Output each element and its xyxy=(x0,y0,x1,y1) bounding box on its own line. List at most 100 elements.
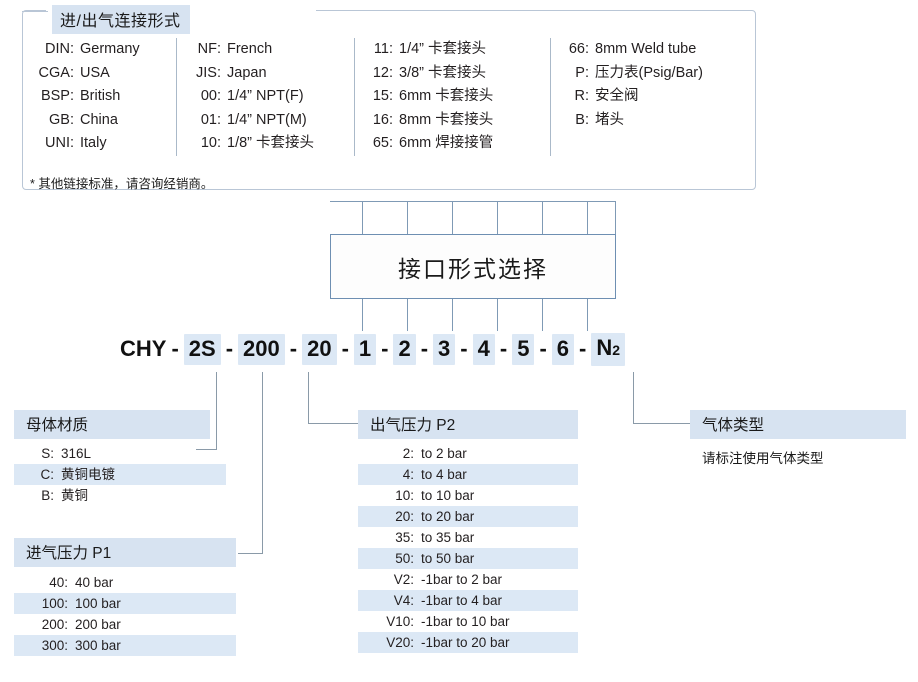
connection-key: DIN: xyxy=(45,41,74,57)
connection-row: 11: 1/4” 卡套接头 xyxy=(369,38,544,62)
connection-row: P: 压力表(Psig/Bar) xyxy=(565,62,724,86)
option-key: 200: xyxy=(41,617,68,632)
code-segment-port-1: 1 xyxy=(353,333,377,365)
comb-bottom-drop xyxy=(362,299,363,331)
option-key: 4: xyxy=(402,467,414,482)
section-list-inlet-pressure: 40: 40 bar 100: 100 bar 200: 200 bar 300… xyxy=(14,572,236,656)
interface-type-select-box: 接口形式选择 xyxy=(330,234,616,299)
option-key: V10: xyxy=(386,614,414,629)
p1-connector-horizontal xyxy=(238,553,263,554)
comb-top-drop xyxy=(542,201,543,234)
connection-row: 15: 6mm 卡套接头 xyxy=(369,85,544,109)
list-item: 300: 300 bar xyxy=(14,635,236,656)
code-separator: - xyxy=(225,336,234,361)
connection-panel-footnote: * 其他链接标准，请咨询经销商。 xyxy=(30,177,214,191)
connection-value: French xyxy=(227,41,273,57)
connection-key: 11: xyxy=(373,41,393,57)
code-separator: - xyxy=(289,336,298,361)
connection-key: BSP: xyxy=(40,88,74,104)
option-value: to 2 bar xyxy=(421,446,467,461)
option-key: 100: xyxy=(41,596,68,611)
option-value: 黄铜 xyxy=(61,488,88,503)
section-list-outlet-pressure: 2: to 2 bar 4: to 4 bar 10: to 10 bar 20… xyxy=(358,443,578,653)
connection-panel-bracket-stub xyxy=(22,11,48,12)
connection-row: BSP: British xyxy=(30,85,170,109)
list-item: B: 黄铜 xyxy=(14,485,226,506)
list-item: S: 316L xyxy=(14,443,226,464)
product-code-line: CHY - 2S - 200 - 20 - 1 - 2 - 3 - 4 - 5 … xyxy=(120,332,660,366)
section-title-gas-type: 气体类型 xyxy=(690,410,906,439)
code-separator: - xyxy=(381,336,389,361)
connection-type-panel xyxy=(22,10,756,190)
connection-value: 8mm Weld tube xyxy=(595,41,697,57)
code-separator: - xyxy=(341,336,349,361)
list-item: 10: to 10 bar xyxy=(358,485,578,506)
connection-key: R: xyxy=(574,88,590,104)
list-item: V4: -1bar to 4 bar xyxy=(358,590,578,611)
connection-row: NF: French xyxy=(191,38,348,62)
connection-row: CGA: USA xyxy=(30,62,170,86)
option-value: 黄铜电镀 xyxy=(61,467,115,482)
comb-top-drop xyxy=(407,201,408,234)
list-item: V2: -1bar to 2 bar xyxy=(358,569,578,590)
list-item: 20: to 20 bar xyxy=(358,506,578,527)
connection-value: 安全阀 xyxy=(595,88,639,104)
section-list-material: S: 316L C: 黄铜电镀 B: 黄铜 xyxy=(14,443,226,506)
list-item: 35: to 35 bar xyxy=(358,527,578,548)
list-item: C: 黄铜电镀 xyxy=(14,464,226,485)
option-value: to 10 bar xyxy=(421,488,475,503)
option-value: 40 bar xyxy=(75,575,114,590)
connection-value: 1/4” NPT(F) xyxy=(227,88,304,104)
connection-key: 00: xyxy=(200,88,221,104)
connection-key: JIS: xyxy=(196,64,221,81)
option-value: -1bar to 4 bar xyxy=(421,593,503,608)
section-title-inlet-pressure: 进气压力 P1 xyxy=(14,538,236,567)
connection-value: 压力表(Psig/Bar) xyxy=(595,64,703,81)
connection-row: 16: 8mm 卡套接头 xyxy=(369,109,544,133)
code-separator: - xyxy=(460,336,468,361)
connection-row: DIN: Germany xyxy=(30,38,170,62)
connection-key: P: xyxy=(575,64,589,81)
list-item: V20: -1bar to 20 bar xyxy=(358,632,578,653)
option-value: -1bar to 10 bar xyxy=(421,614,510,629)
code-segment-port-6: 6 xyxy=(551,333,575,365)
connection-value: China xyxy=(80,111,118,128)
option-key: 10: xyxy=(395,488,414,503)
connection-key: CGA: xyxy=(38,64,74,81)
option-value: -1bar to 2 bar xyxy=(421,572,503,587)
code-segment-outlet-pressure: 20 xyxy=(302,333,337,365)
p1-connector-vertical xyxy=(262,372,263,554)
option-key: 35: xyxy=(395,530,414,545)
connection-key: 12: xyxy=(372,64,393,81)
connection-columns: DIN: Germany CGA: USA BSP: British GB: C… xyxy=(24,38,730,156)
connection-value: 6mm 卡套接头 xyxy=(399,88,494,104)
connection-row: 00: 1/4” NPT(F) xyxy=(191,85,348,109)
comb-top-drop-end xyxy=(615,201,616,234)
connection-value: 1/4” 卡套接头 xyxy=(399,41,487,57)
connection-row: GB: China xyxy=(30,109,170,133)
comb-bottom-drop xyxy=(407,299,408,331)
option-value: to 50 bar xyxy=(421,551,475,566)
code-segment-gas-type: N2 xyxy=(591,332,626,366)
connection-key: 65: xyxy=(372,135,393,151)
p2-connector-vertical xyxy=(308,372,309,424)
option-value: to 35 bar xyxy=(421,530,475,545)
connection-row: UNI: Italy xyxy=(30,132,170,156)
code-separator: - xyxy=(579,336,587,361)
connection-column-ferrules: 11: 1/4” 卡套接头 12: 3/8” 卡套接头 15: 6mm 卡套接头… xyxy=(354,38,550,156)
connection-key: 15: xyxy=(372,88,393,104)
connection-row: 66: 8mm Weld tube xyxy=(565,38,724,62)
connection-key: GB: xyxy=(49,111,74,128)
option-key: C: xyxy=(40,467,55,482)
connection-value: 1/8” 卡套接头 xyxy=(227,135,315,151)
connection-panel-title: 进/出气连接形式 xyxy=(52,5,191,34)
code-separator: - xyxy=(420,336,429,361)
connection-value: British xyxy=(80,88,121,104)
code-segment-material: 2S xyxy=(183,333,221,365)
material-connector-horizontal xyxy=(196,449,217,450)
connection-key: NF: xyxy=(197,41,221,57)
option-key: V4: xyxy=(393,593,414,608)
connection-row: 12: 3/8” 卡套接头 xyxy=(369,62,544,86)
code-segment-port-2: 2 xyxy=(393,333,416,365)
option-key: S: xyxy=(41,446,54,461)
